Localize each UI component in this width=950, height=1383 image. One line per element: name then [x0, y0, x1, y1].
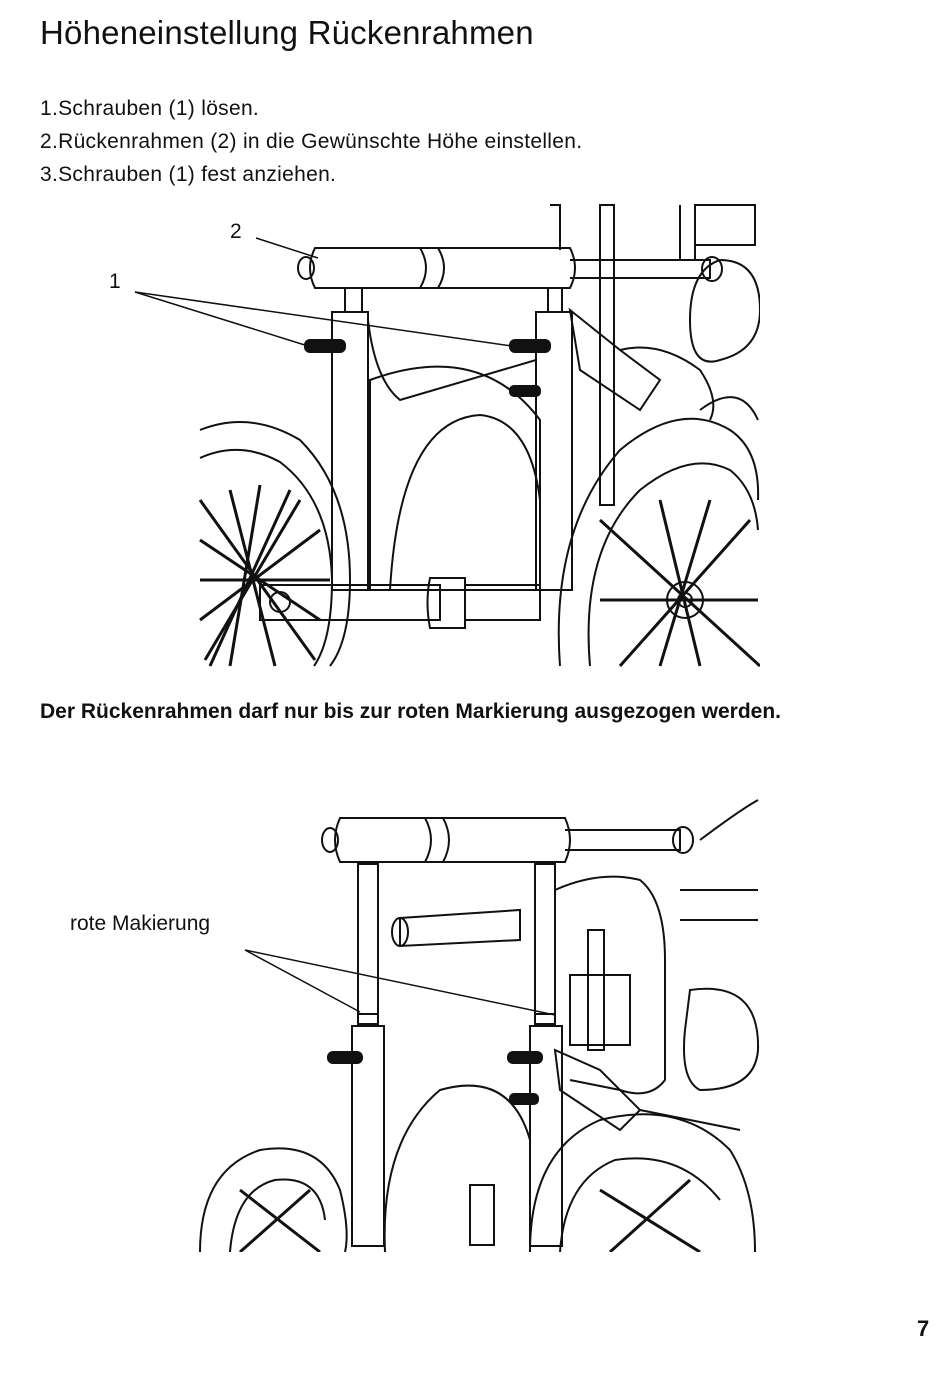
callout-2-label: 2: [230, 220, 242, 243]
warning-note: Der Rückenrahmen darf nur bis zur roten …: [40, 700, 781, 724]
instruction-steps: 1.Schrauben (1) lösen. 2.Rückenrahmen (2…: [40, 92, 582, 191]
figure-backrest-screws: 2 1: [100, 200, 760, 670]
backrest-top-bar: [298, 248, 722, 288]
left-wheel-illustration: [200, 422, 350, 666]
figure-red-marking: rote Makierung: [40, 790, 760, 1252]
backrest-top-bar-2: [322, 818, 693, 862]
callout-1-leader-b: [135, 292, 512, 346]
page-title: Höheneinstellung Rückenrahmen: [40, 14, 534, 52]
callout-1-leader-a: [135, 292, 308, 346]
callout-1-label: 1: [109, 270, 121, 293]
lower-axle: [260, 578, 540, 628]
page-number: 7: [917, 1316, 929, 1342]
frame-mechanism-2: [470, 800, 758, 1245]
red-marking-label: rote Makierung: [70, 912, 210, 935]
step-1: 1.Schrauben (1) lösen.: [40, 92, 582, 125]
backrest-uprights: [332, 288, 572, 590]
right-wheel-illustration: [559, 419, 760, 666]
screw-knobs-2: [328, 1052, 542, 1104]
frame-mechanism: [550, 205, 760, 505]
step-2: 2.Rückenrahmen (2) in die Gewünschte Höh…: [40, 125, 582, 158]
red-marking-leader-a: [245, 950, 360, 1012]
wheels-2: [200, 1086, 755, 1252]
red-marking-leader-b: [245, 950, 555, 1015]
callout-2-leader: [256, 238, 318, 258]
step-3: 3.Schrauben (1) fest anziehen.: [40, 158, 582, 191]
